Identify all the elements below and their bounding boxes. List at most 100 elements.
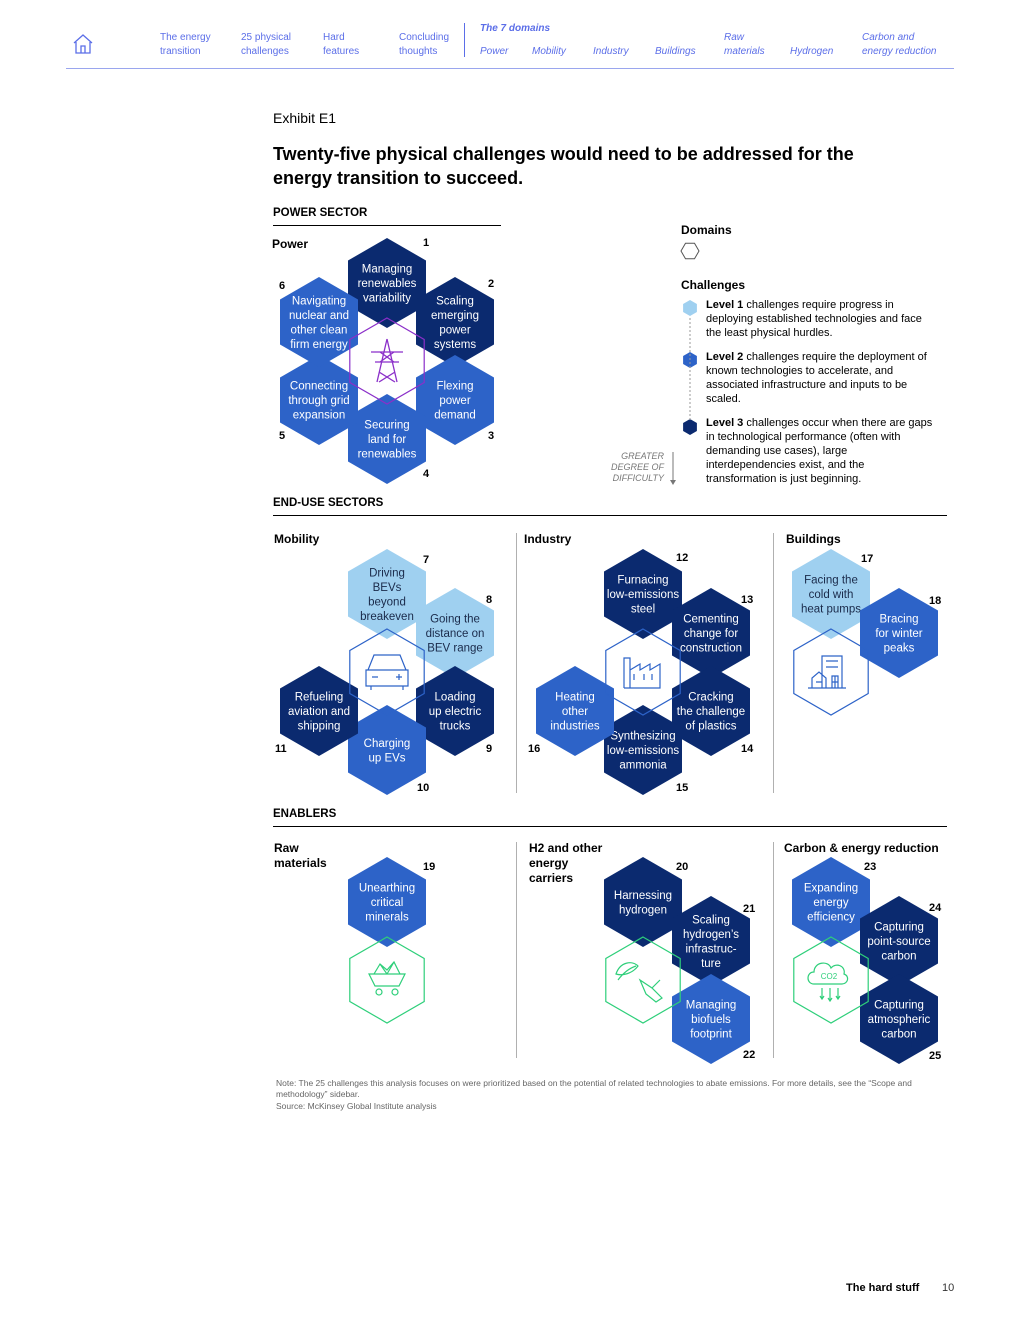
co2-cloud-icon: CO2: [807, 962, 849, 1003]
column-divider: [516, 842, 517, 1058]
challenge-number-7: 7: [423, 554, 430, 566]
challenge-number-12: 12: [676, 552, 689, 564]
nav-domain-industry[interactable]: Industry: [593, 46, 629, 57]
nav-domain-power[interactable]: Power: [480, 46, 509, 57]
top-navigation: The energy transition 25 physical challe…: [66, 20, 954, 69]
nav-domain-hydrogen[interactable]: Hydrogen: [790, 46, 834, 57]
challenge-number-24: 24: [929, 902, 942, 914]
domain-label-raw-materials: Raw materials: [274, 841, 327, 870]
buildings-domain-hex: [793, 628, 869, 716]
challenge-number-13: 13: [741, 594, 754, 606]
challenge-hex-shape: [280, 666, 358, 756]
nav-item-physical-challenges[interactable]: 25 physical challenges: [241, 32, 292, 57]
challenge-hex-shape: [348, 238, 426, 328]
footer-title: The hard stuff: [846, 1282, 920, 1294]
legend-level-1-hex: [683, 300, 697, 316]
legend-level-3: Level 3 challenges occur when there are …: [706, 417, 933, 485]
challenge-hex-shape: [860, 974, 938, 1064]
nav-domain-raw-materials[interactable]: Raw materials: [724, 32, 765, 57]
column-divider: [773, 842, 774, 1058]
difficulty-label: GREATER DEGREE OF DIFFICULTY: [610, 451, 664, 483]
factory-icon: [623, 657, 661, 689]
domain-label-power: Power: [272, 237, 309, 251]
challenge-hex-shape: [672, 896, 750, 986]
challenge-hex-shape: [672, 666, 750, 756]
challenge-number-3: 3: [488, 430, 495, 442]
nav-item-energy-transition[interactable]: The energy transition: [160, 32, 211, 57]
nav-domains-heading: The 7 domains: [480, 23, 551, 34]
home-icon[interactable]: [72, 33, 94, 55]
power-domain-hex: [349, 317, 425, 405]
challenge-hex-shape: [348, 549, 426, 639]
domain-label-buildings: Buildings: [786, 532, 841, 546]
mining-cart-icon: [368, 960, 406, 996]
section-enablers: ENABLERS: [273, 808, 337, 820]
domain-label-carbon: Carbon & energy reduction: [784, 841, 939, 855]
nav-domain-buildings[interactable]: Buildings: [655, 46, 696, 57]
challenge-hex-shape: [280, 355, 358, 445]
difficulty-arrow-head: [670, 480, 676, 485]
footnote: Note: The 25 challenges this analysis fo…: [276, 1078, 912, 1099]
challenge-number-10: 10: [417, 782, 430, 794]
challenge-hex-shape: [416, 666, 494, 756]
challenge-hex-shape: [672, 974, 750, 1064]
page-title: Twenty-five physical challenges would ne…: [273, 144, 854, 188]
challenge-hex-shape: [860, 896, 938, 986]
legend-domains-label: Domains: [681, 223, 732, 237]
challenge-number-25: 25: [929, 1050, 942, 1062]
nav-divider: [464, 23, 465, 57]
challenge-number-19: 19: [423, 861, 436, 873]
legend-domain-hex: [680, 242, 700, 260]
domain-label-industry: Industry: [524, 532, 572, 546]
nav-domain-mobility[interactable]: Mobility: [532, 46, 566, 57]
challenge-number-9: 9: [486, 743, 493, 755]
challenge-hex-shape: [536, 666, 614, 756]
challenge-number-17: 17: [861, 553, 874, 565]
section-power: POWER SECTOR: [273, 207, 368, 219]
challenge-number-11: 11: [275, 743, 287, 755]
challenge-number-5: 5: [279, 430, 286, 442]
nav-domain-carbon[interactable]: Carbon and energy reduction: [862, 32, 937, 57]
industry-domain-hex: [605, 628, 681, 716]
legend-level-3-hex: [683, 419, 697, 435]
nav-item-concluding-thoughts[interactable]: Concluding thoughts: [399, 32, 450, 57]
legend-level-2: Level 2 challenges require the deploymen…: [706, 351, 927, 405]
section-rule: [273, 826, 947, 827]
nav-item-hard-features[interactable]: Hard features: [323, 32, 360, 57]
challenge-hex-shape: [348, 705, 426, 795]
challenge-hex-shape: [792, 549, 870, 639]
challenge-number-23: 23: [864, 861, 877, 873]
domain-label-hydrogen: H2 and other energy carriers: [529, 841, 603, 885]
